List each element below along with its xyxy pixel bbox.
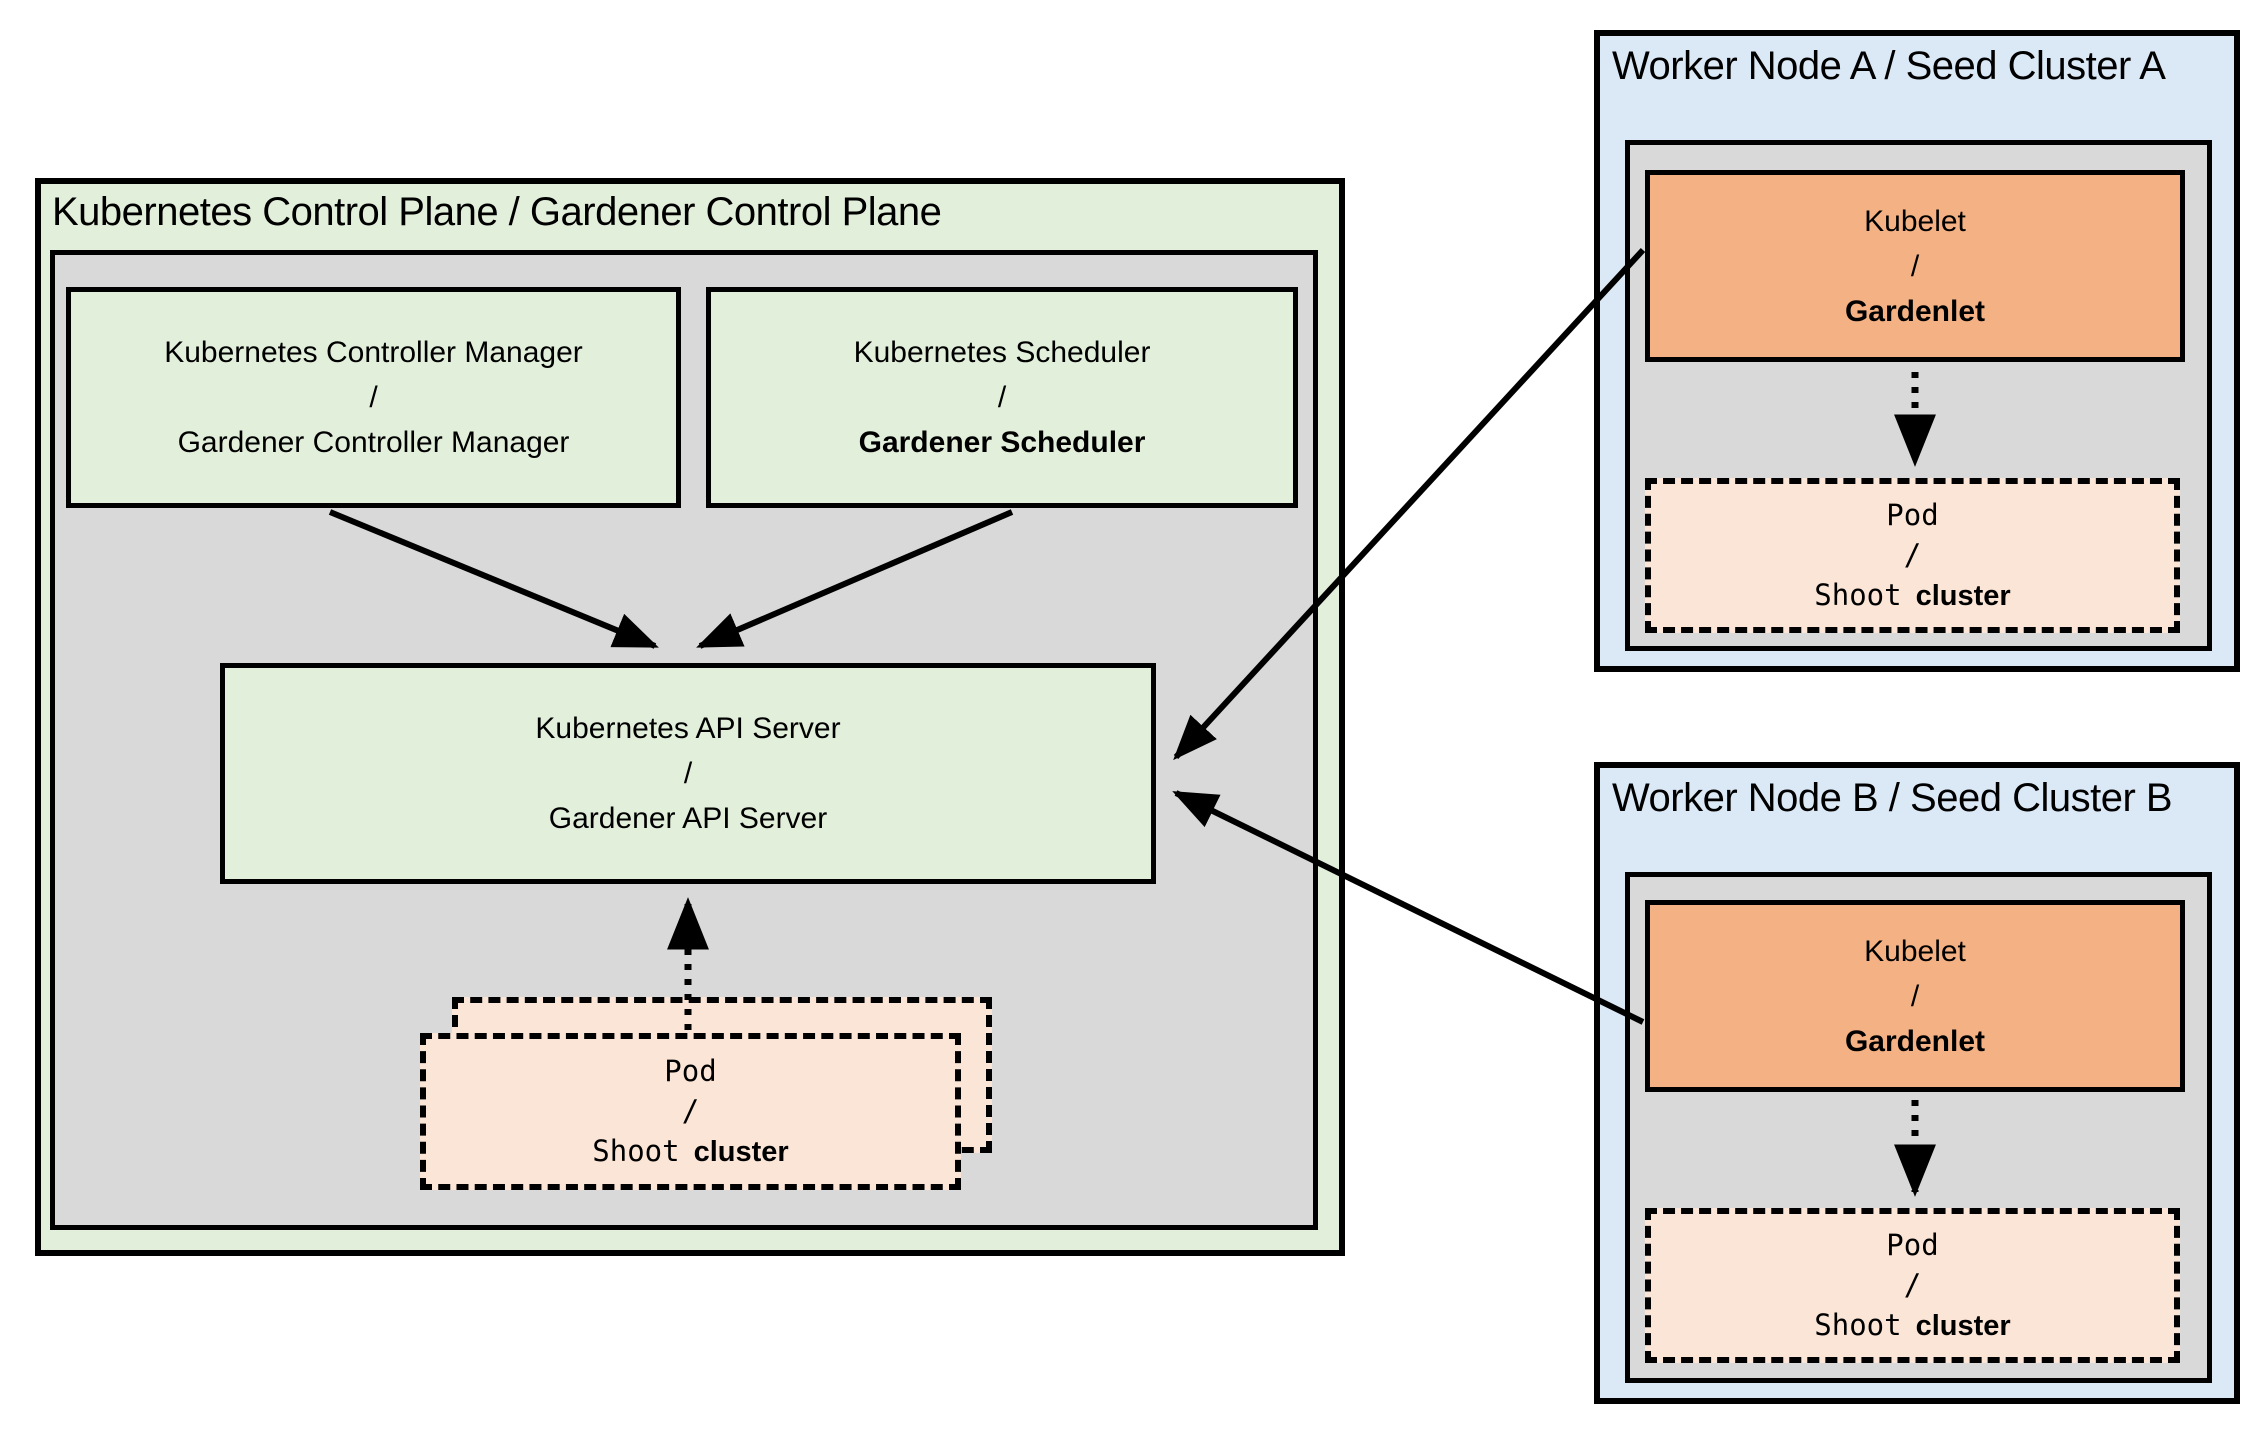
pod-b-label: Pod / Shoot cluster <box>1645 1208 2180 1363</box>
pod-b-line3: Shoot cluster <box>1814 1305 2010 1346</box>
pod-b-box <box>1645 1208 2180 1363</box>
cp-pod-line3: Shoot cluster <box>592 1131 788 1172</box>
kubelet-a-line3: Gardenlet <box>1844 294 1986 328</box>
pod-a-box <box>1645 478 2180 633</box>
kubelet-b-line1: Kubelet <box>1864 934 1966 968</box>
pod-a-cluster-word: cluster <box>1915 580 2011 612</box>
kubelet-b-line3: Gardenlet <box>1844 1024 1986 1058</box>
cp-pod-box-front <box>420 1033 961 1190</box>
controller-manager-slash: / <box>369 381 378 414</box>
pod-b-shoot-word: Shoot <box>1814 1308 1902 1342</box>
kubelet-a-line1: Kubelet <box>1864 204 1966 238</box>
controller-manager-label: Kubernetes Controller Manager / Gardener… <box>66 287 681 508</box>
control-plane-title: Kubernetes Control Plane / Gardener Cont… <box>52 190 942 234</box>
api-server-box <box>220 663 1156 884</box>
scheduler-label: Kubernetes Scheduler / Gardener Schedule… <box>706 287 1298 508</box>
cp-pod-cluster-word: cluster <box>693 1136 789 1168</box>
kubelet-b-slash: / <box>1910 979 1920 1013</box>
api-server-line3: Gardener API Server <box>548 802 828 835</box>
pod-a-line3: Shoot cluster <box>1814 575 2010 616</box>
cp-pod-label: Pod / Shoot cluster <box>420 1033 961 1190</box>
kubelet-a-label: Kubelet / Gardenlet <box>1645 170 2185 362</box>
pod-b-cluster-word: cluster <box>1915 1310 2011 1342</box>
worker-node-a-title: Worker Node A / Seed Cluster A <box>1612 44 2166 88</box>
api-server-label: Kubernetes API Server / Gardener API Ser… <box>220 663 1156 884</box>
scheduler-line3: Gardener Scheduler <box>858 426 1146 459</box>
controller-manager-line1: Kubernetes Controller Manager <box>164 336 583 369</box>
kubelet-a-slash: / <box>1910 249 1920 283</box>
kubelet-a-box <box>1645 170 2185 362</box>
worker-node-b-title: Worker Node B / Seed Cluster B <box>1612 776 2173 820</box>
pod-a-label: Pod / Shoot cluster <box>1645 478 2180 633</box>
api-server-slash: / <box>683 757 693 790</box>
pod-a-line1: Pod <box>1886 498 1939 532</box>
kubelet-b-box <box>1645 900 2185 1092</box>
controller-manager-box <box>66 287 681 508</box>
cp-pod-shoot-word: Shoot <box>592 1134 680 1168</box>
scheduler-line1: Kubernetes Scheduler <box>853 336 1151 369</box>
api-server-line1: Kubernetes API Server <box>535 712 841 745</box>
cp-pod-slash: / <box>681 1094 700 1128</box>
kubelet-b-label: Kubelet / Gardenlet <box>1645 900 2185 1092</box>
pod-b-line1: Pod <box>1886 1228 1939 1262</box>
pod-a-slash: / <box>1903 538 1922 572</box>
cp-pod-line1: Pod <box>664 1054 717 1088</box>
pod-a-shoot-word: Shoot <box>1814 578 1902 612</box>
scheduler-slash: / <box>997 381 1007 414</box>
pod-b-slash: / <box>1903 1268 1922 1302</box>
controller-manager-line3: Gardener Controller Manager <box>177 426 570 459</box>
